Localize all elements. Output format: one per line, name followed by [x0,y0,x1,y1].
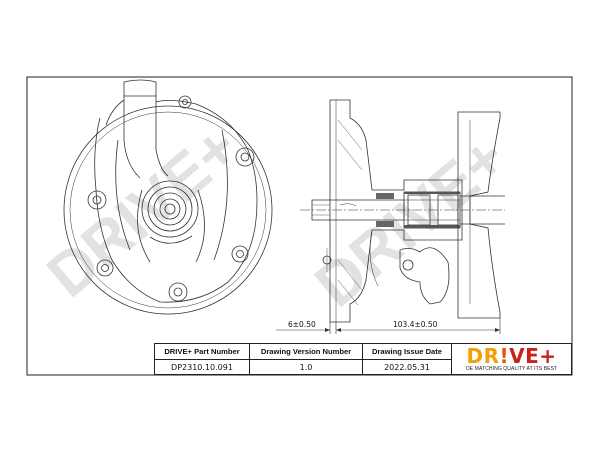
svg-text:DRIVE+: DRIVE+ [303,123,520,321]
version-value: 1.0 [299,362,313,372]
watermark-right: DRIVE+ [303,123,520,321]
title-block-part-number: DRIVE+ Part Number DP2310.10.091 [155,344,250,374]
issue-date-label: Drawing Issue Date [363,344,451,360]
title-block-issue-date: Drawing Issue Date 2022.05.31 [363,344,452,374]
part-number-value: DP2310.10.091 [171,362,233,372]
version-label: Drawing Version Number [250,344,362,360]
dimension-overall-length: 103.4±0.50 [393,320,438,329]
title-block: DRIVE+ Part Number DP2310.10.091 Drawing… [154,343,572,375]
drawing-frame [26,76,573,376]
front-view [63,79,273,315]
drive-plus-logo: DR!VE+ OE MATCHING QUALITY AT ITS BEST [452,344,571,374]
issue-date-value: 2022.05.31 [384,362,430,372]
part-number-label: DRIVE+ Part Number [155,344,249,360]
logo-wordmark: DR!VE+ [466,343,557,368]
logo-tagline: OE MATCHING QUALITY AT ITS BEST [465,365,558,372]
svg-text:DRIVE+: DRIVE+ [35,113,252,311]
title-block-version: Drawing Version Number 1.0 [250,344,363,374]
dimension-flange-offset: 6±0.50 [288,320,316,329]
section-view [300,99,505,323]
watermark-left: DRIVE+ [35,113,252,311]
dimension-lines [276,318,501,334]
